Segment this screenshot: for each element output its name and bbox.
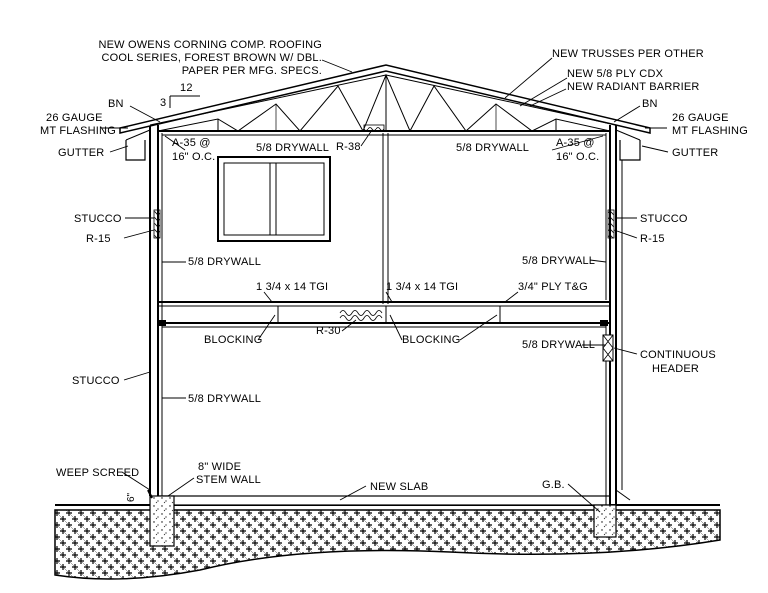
stucco-upper-left-label: STUCCO <box>74 213 122 225</box>
tgi-right-label: 1 3/4 x 14 TGI <box>386 281 458 293</box>
slab <box>157 495 611 506</box>
gutter-right-shape <box>615 129 641 501</box>
drywall-ceiling-left-label: 5/8 DRYWALL <box>256 142 329 154</box>
stem-wall-line2: STEM WALL <box>196 474 261 486</box>
continuous-header <box>602 334 614 362</box>
ply-cdx-label: NEW 5/8 PLY CDX <box>567 68 664 80</box>
stucco-lower-left-label: STUCCO <box>72 375 120 387</box>
ply-tg-label: 3/4" PLY T&G <box>518 281 588 293</box>
leader-lines <box>102 57 669 513</box>
dim-6-label: 6" <box>126 492 137 502</box>
drywall-lower-left-label: 5/8 DRYWALL <box>188 393 261 405</box>
stem-wall-left <box>149 495 175 547</box>
bn-right-label: BN <box>642 98 658 110</box>
tgi-left-label: 1 3/4 x 14 TGI <box>256 281 328 293</box>
window <box>217 156 331 242</box>
pitch-rise-label: 3 <box>160 97 166 109</box>
roof <box>119 64 651 134</box>
drywall-lower-right-label: 5/8 DRYWALL <box>522 339 595 351</box>
grade-beam-right <box>593 504 617 538</box>
a35-left-line1: A-35 @ <box>172 137 211 149</box>
pitch-run-label: 12 <box>180 82 193 94</box>
continuous-header-line2: HEADER <box>652 363 699 375</box>
flashing-left-line2: MT FLASHING <box>40 125 116 137</box>
pitch-symbol <box>169 95 200 108</box>
flashing-left-line1: 26 GAUGE <box>46 112 103 124</box>
insulation-r15-right <box>607 209 615 239</box>
blocking-left-label: BLOCKING <box>204 334 262 346</box>
roofing-label-line3: PAPER PER MFG. SPECS. <box>182 65 322 77</box>
r30-label: R-30 <box>316 325 341 337</box>
interior-partition-upper <box>382 133 389 304</box>
flashing-right-line1: 26 GAUGE <box>672 112 729 124</box>
a35-right-line2: 16" O.C. <box>556 151 599 163</box>
r38-label: R-38 <box>336 141 361 153</box>
gutter-right-label: GUTTER <box>672 147 718 159</box>
ceiling <box>158 130 610 136</box>
trusses-label: NEW TRUSSES PER OTHER <box>552 48 704 60</box>
r15-right-label: R-15 <box>640 233 665 245</box>
floor-system <box>158 301 610 328</box>
drywall-ceiling-right-label: 5/8 DRYWALL <box>456 142 529 154</box>
gutter-left-label: GUTTER <box>58 147 104 159</box>
weep-screed-label: WEEP SCREED <box>56 467 139 479</box>
insulation-r38 <box>363 124 385 132</box>
stucco-upper-right-label: STUCCO <box>640 213 688 225</box>
gutter-left-shape <box>125 129 151 161</box>
flashing-right-line2: MT FLASHING <box>672 125 748 137</box>
stem-wall-line1: 8" WIDE <box>198 461 241 473</box>
r15-left-label: R-15 <box>86 233 111 245</box>
insulation-r15-left <box>153 209 161 239</box>
continuous-header-line1: CONTINUOUS <box>640 349 716 361</box>
blocking-right-label: BLOCKING <box>402 334 460 346</box>
drywall-upper-right-label: 5/8 DRYWALL <box>522 255 595 267</box>
insulation-r30 <box>338 307 383 321</box>
drywall-upper-left-label: 5/8 DRYWALL <box>188 256 261 268</box>
a35-left-line2: 16" O.C. <box>172 151 215 163</box>
roofing-label-line1: NEW OWENS CORNING COMP. ROOFING <box>98 39 322 51</box>
bn-left-label: BN <box>108 98 124 110</box>
gb-label: G.B. <box>542 479 565 491</box>
a35-right-line1: A-35 @ <box>556 137 595 149</box>
exterior-wall-left <box>147 125 163 499</box>
roofing-label-line2: COOL SERIES, FOREST BROWN W/ DBL. <box>101 52 322 64</box>
exterior-wall-right <box>605 125 617 505</box>
radiant-barrier-label: NEW RADIANT BARRIER <box>567 81 700 93</box>
new-slab-label: NEW SLAB <box>370 481 428 493</box>
